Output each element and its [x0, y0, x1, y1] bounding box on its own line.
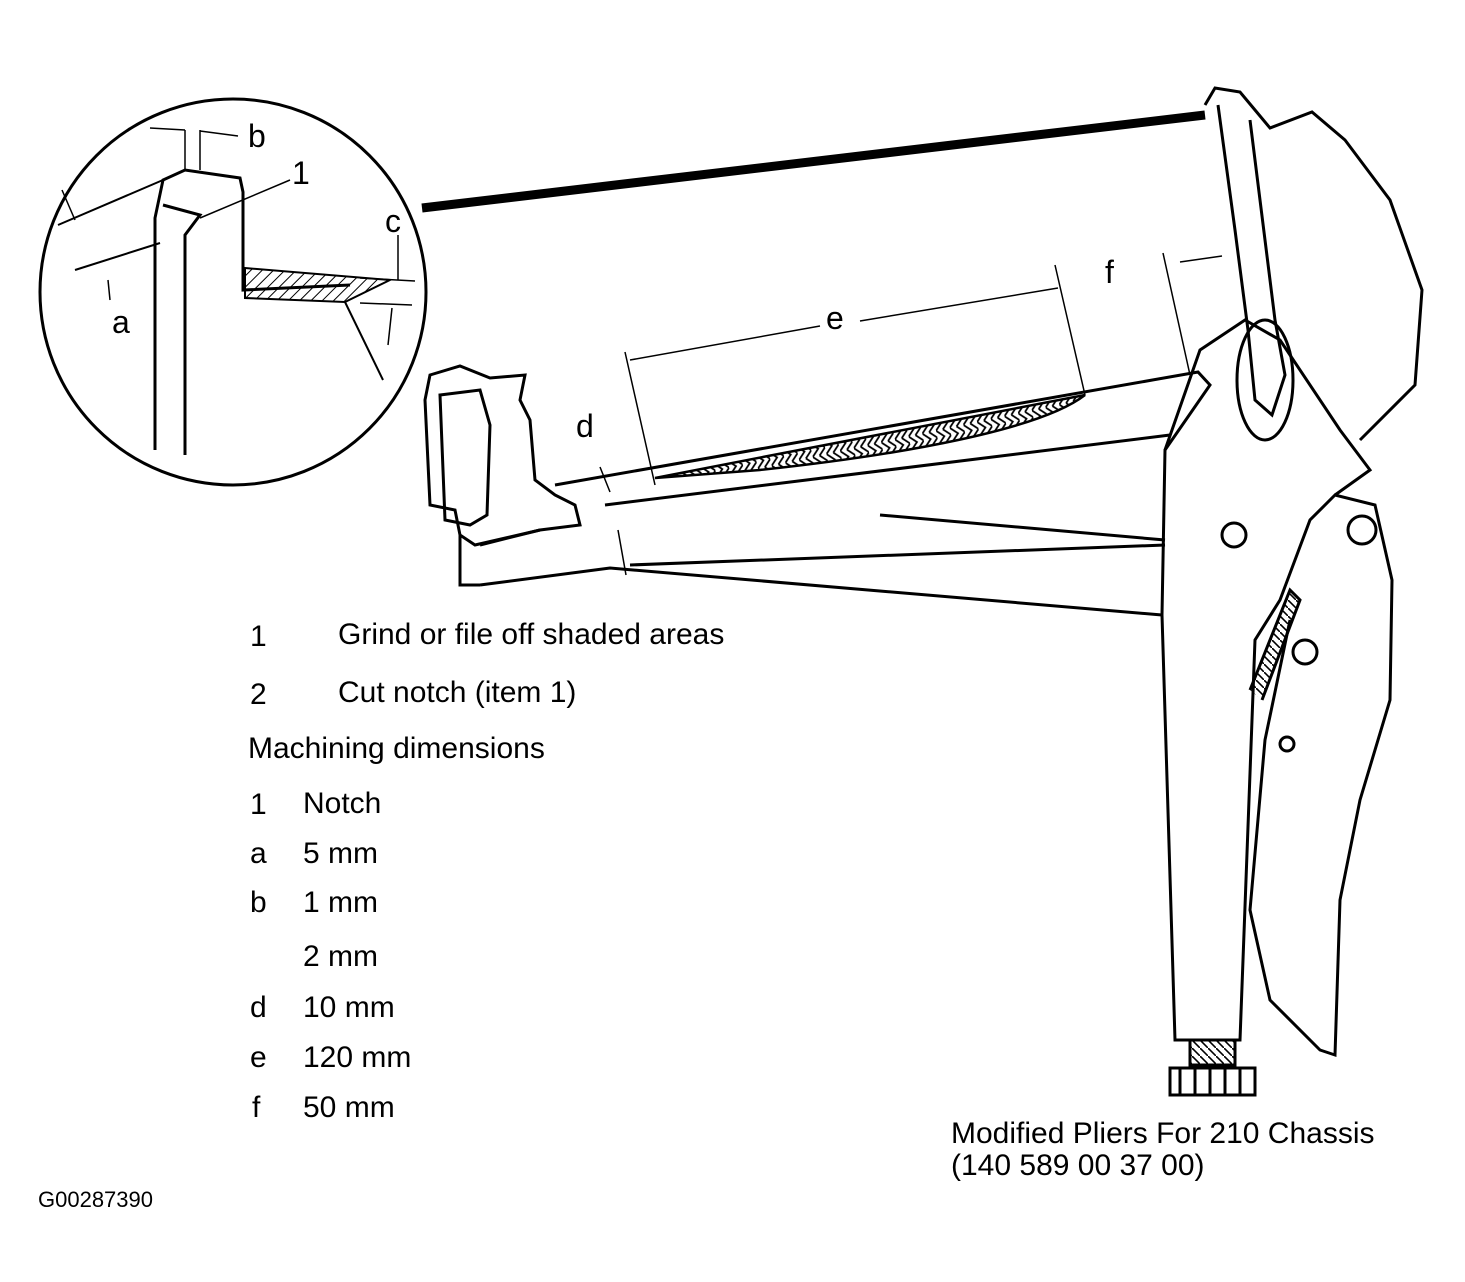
step-number: 2 — [250, 678, 267, 711]
callout-c: c — [385, 203, 401, 239]
dim-key: 1 — [250, 788, 267, 821]
dim-value: Notch — [303, 787, 382, 820]
shaded-area-grind — [654, 393, 1086, 480]
callout-1: 1 — [292, 155, 310, 191]
legend-heading: Machining dimensions — [248, 732, 545, 765]
callout-d: d — [576, 408, 594, 444]
dim-key: b — [250, 886, 267, 919]
detail-magnifier — [38, 97, 1206, 487]
dim-key: f — [252, 1091, 261, 1124]
step-text: Grind or file off shaded areas — [338, 618, 725, 651]
dim-key: e — [250, 1041, 267, 1074]
callout-f: f — [1105, 254, 1114, 290]
figure-caption: Modified Pliers For 210 Chassis (140 589… — [951, 1118, 1375, 1182]
dim-value: 50 mm — [303, 1091, 395, 1124]
caption-title: Modified Pliers For 210 Chassis — [951, 1117, 1375, 1150]
dim-value: 5 mm — [303, 837, 378, 870]
dim-value: 120 mm — [303, 1041, 412, 1074]
step-number: 1 — [250, 620, 267, 653]
shaded-area-notch — [244, 266, 394, 304]
dim-key: d — [250, 991, 267, 1024]
dim-value: 1 mm — [303, 886, 378, 919]
dim-value: 2 mm — [303, 940, 378, 973]
step-text: Cut notch (item 1) — [338, 676, 577, 709]
callout-a: a — [112, 304, 130, 340]
figure-code: G00287390 — [38, 1187, 153, 1212]
caption-part-number: (140 589 00 37 00) — [951, 1149, 1205, 1182]
callout-e: e — [826, 300, 844, 336]
detail-leader — [421, 110, 1206, 213]
dim-value: 10 mm — [303, 991, 395, 1024]
dim-key: a — [250, 837, 267, 870]
magnifier-circle — [38, 97, 428, 487]
callout-b: b — [248, 118, 266, 154]
pliers-body — [423, 86, 1424, 1097]
